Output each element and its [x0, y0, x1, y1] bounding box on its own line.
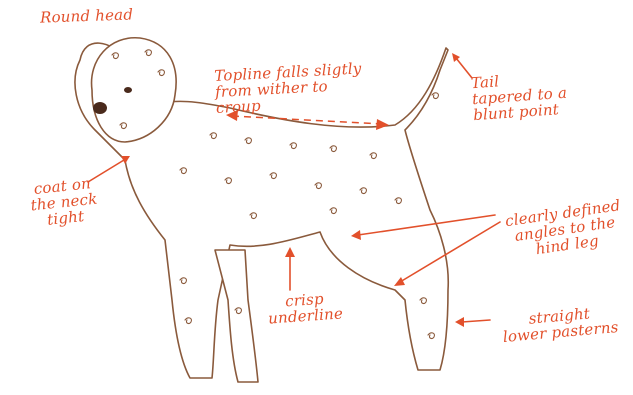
pasterns-arrow	[462, 320, 490, 322]
eye	[124, 87, 132, 93]
nose	[93, 102, 107, 114]
annotation-round-head: Round head	[40, 6, 134, 25]
